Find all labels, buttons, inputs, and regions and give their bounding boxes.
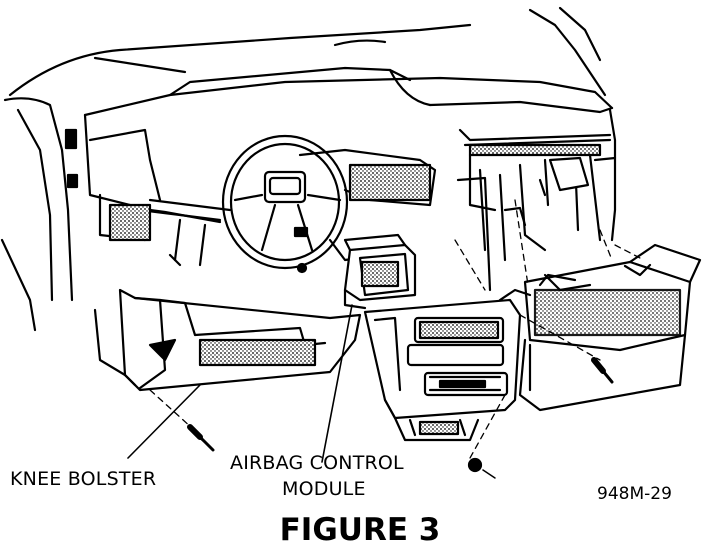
glove-box [518, 243, 702, 412]
center-stack [363, 288, 532, 442]
right-dash-structure [456, 108, 617, 292]
under-dash-wires [168, 218, 362, 267]
instrument-cluster [108, 148, 437, 242]
figure-reference-code: 948M-29 [597, 484, 672, 504]
fastener-screw-right [591, 357, 614, 384]
fastener-nut [467, 457, 496, 479]
fastener-screw-left [187, 424, 215, 452]
airbag-control-module-label-line2: MODULE [282, 478, 366, 500]
figure-caption: FIGURE 3 [279, 512, 441, 548]
alignment-lines [149, 199, 641, 459]
left-pillar [0, 97, 79, 332]
steering-wheel [221, 134, 349, 274]
airbag-control-module-label-line1: AIRBAG CONTROL [230, 452, 404, 474]
leader-lines [127, 304, 353, 463]
windshield-frame [8, 6, 607, 97]
airbag-control-module [343, 233, 417, 310]
knee-bolster-panel [93, 288, 362, 392]
knee-bolster-label: KNEE BOLSTER [10, 468, 157, 490]
dash-top [83, 66, 614, 242]
